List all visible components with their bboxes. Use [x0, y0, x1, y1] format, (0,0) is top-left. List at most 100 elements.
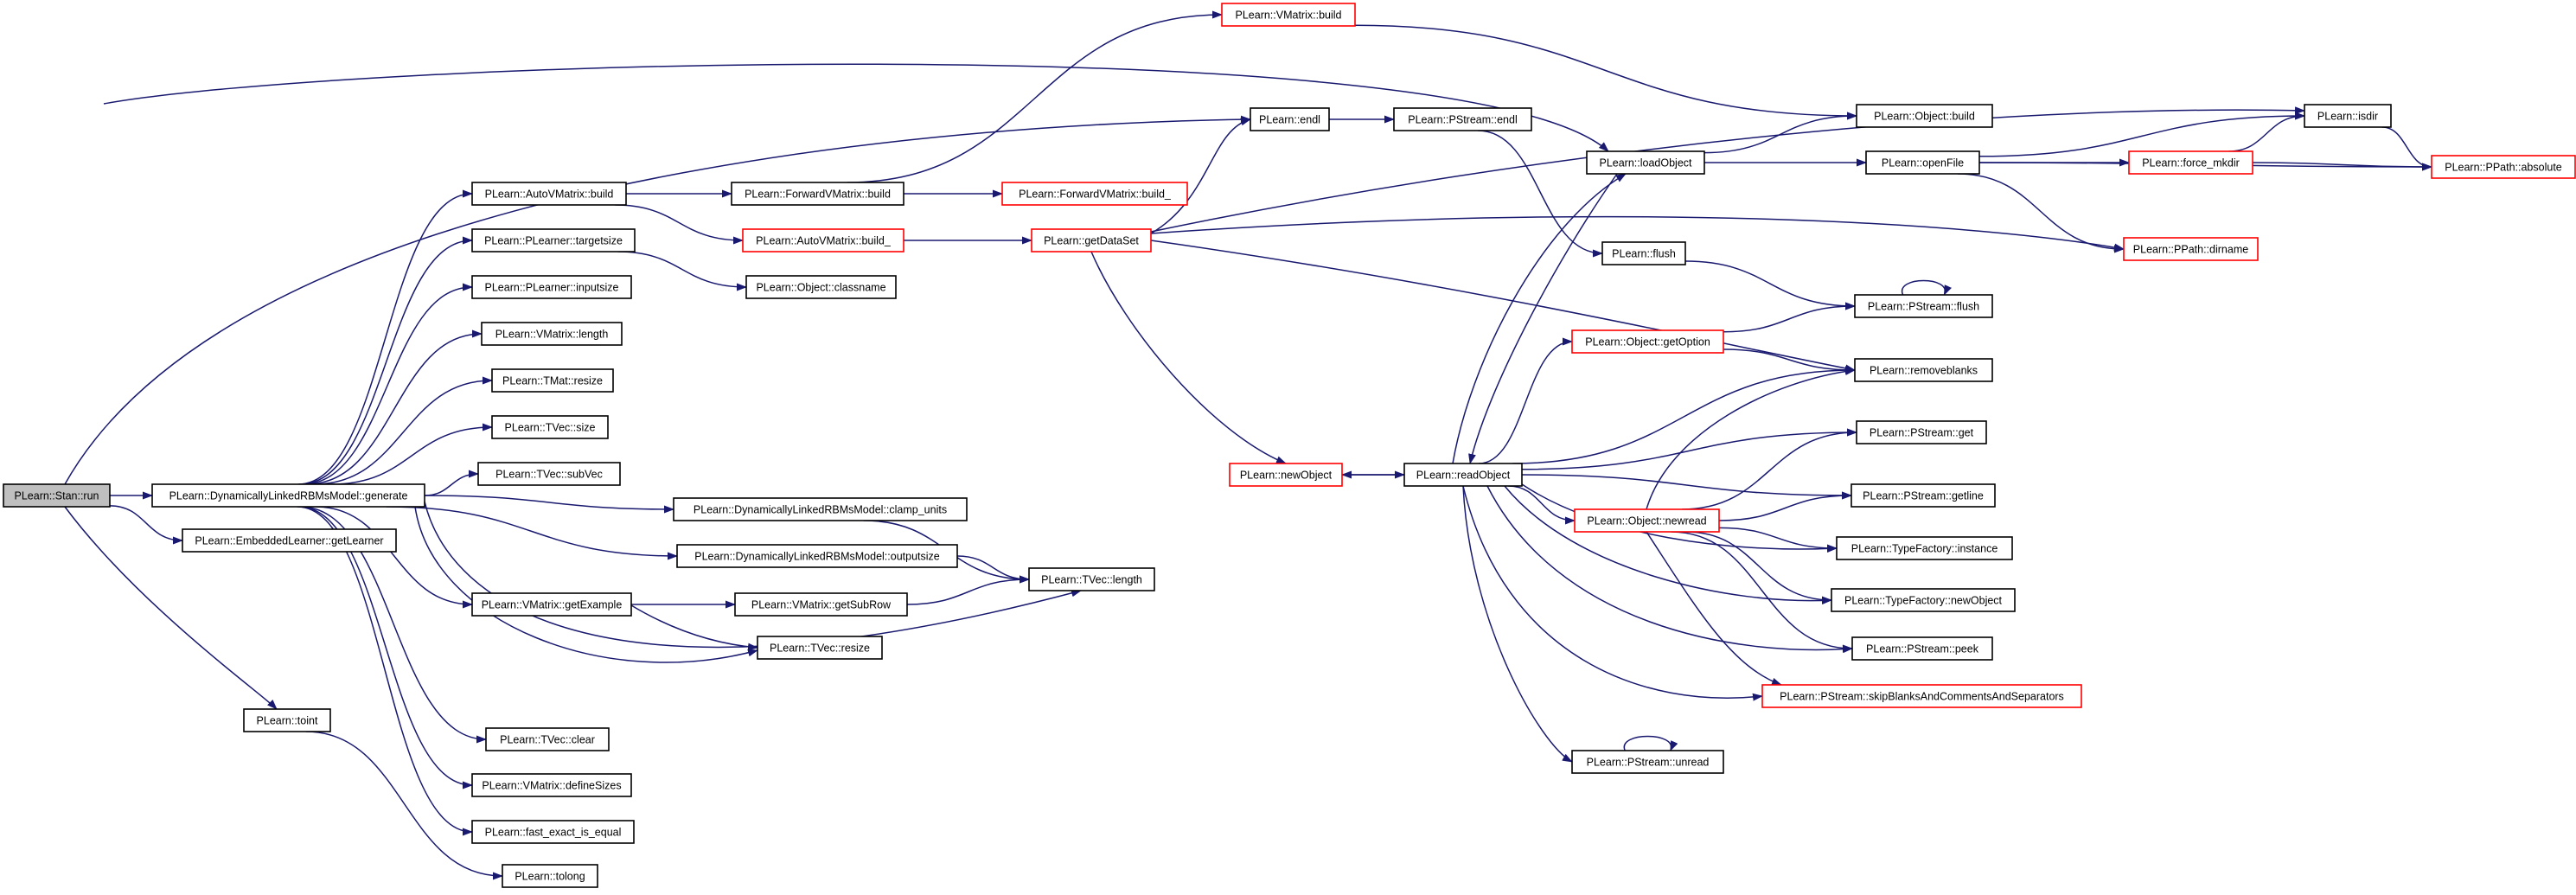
node-ppath-absolute[interactable]: PLearn::PPath::absolute [2431, 155, 2576, 179]
node-emb-getlearner[interactable]: PLearn::EmbeddedLearner::getLearner [182, 528, 397, 553]
node-flush[interactable]: PLearn::flush [1601, 241, 1686, 265]
node-pstream-get[interactable]: PLearn::PStream::get [1856, 420, 1987, 444]
node-label: PLearn::PPath::dirname [2133, 244, 2248, 256]
node-tolong[interactable]: PLearn::tolong [502, 864, 598, 888]
node-fwdvm-build[interactable]: PLearn::ForwardVMatrix::build [731, 182, 904, 206]
node-readobject[interactable]: PLearn::readObject [1403, 463, 1523, 487]
node-tf-instance[interactable]: PLearn::TypeFactory::instance [1836, 536, 2013, 560]
node-toint[interactable]: PLearn::toint [243, 708, 331, 732]
node-label: PLearn::Object::build [1874, 111, 1975, 123]
edge-getdataset-to-endl [1150, 118, 1251, 234]
edge-obj_newread-to-pstream_get [1681, 428, 1857, 510]
node-box [477, 462, 621, 486]
node-label: PLearn::flush [1612, 248, 1676, 260]
node-label: PLearn::PStream::skipBlanksAndCommentsAn… [1780, 691, 2064, 703]
node-box [1028, 567, 1155, 591]
node-stan-run[interactable]: PLearn::Stan::run [3, 483, 111, 508]
node-box [1221, 3, 1356, 27]
node-box [243, 708, 331, 732]
node-fwdvm-build-[interactable]: PLearn::ForwardVMatrix::build_ [1001, 182, 1188, 206]
node-box [2123, 237, 2259, 261]
node-tvec-resize[interactable]: PLearn::TVec::resize [757, 636, 883, 660]
node-box [757, 636, 883, 660]
node-isdir[interactable]: PLearn::isdir [2304, 104, 2392, 128]
node-label: PLearn::force_mkdir [2142, 157, 2240, 169]
node-pstream-peek[interactable]: PLearn::PStream::peek [1851, 636, 1993, 661]
node-box [742, 228, 904, 253]
node-vm-length[interactable]: PLearn::VMatrix::length [481, 322, 623, 346]
node-box [1001, 182, 1188, 206]
node-obj-classname[interactable]: PLearn::Object::classname [745, 275, 897, 299]
node-fast-exact[interactable]: PLearn::fast_exact_is_equal [471, 820, 635, 844]
node-obj-build[interactable]: PLearn::Object::build [1856, 104, 1993, 128]
node-vm-definesizes[interactable]: PLearn::VMatrix::defineSizes [471, 773, 632, 797]
node-label: PLearn::tolong [515, 871, 585, 883]
edge-stan_run-to-emb_getlearner [109, 505, 183, 545]
node-loadobject[interactable]: PLearn::loadObject [1586, 150, 1705, 175]
node-tvec-size[interactable]: PLearn::TVec::size [491, 415, 609, 439]
edge-force_mkdir-to-ppath_absolute [2252, 162, 2432, 171]
node-pstream-unread[interactable]: PLearn::PStream::unread [1571, 750, 1724, 774]
node-tvec-clear[interactable]: PLearn::TVec::clear [485, 727, 610, 751]
node-label: PLearn::TVec::clear [500, 734, 595, 746]
node-label: PLearn::openFile [1882, 157, 1964, 169]
node-box [1574, 508, 1720, 533]
node-pstream-flush[interactable]: PLearn::PStream::flush [1854, 294, 1993, 318]
edge-readobject-to-pstream_skip [1462, 485, 1763, 701]
edge-obj_getoption-to-pstream_flush [1723, 302, 1856, 333]
edge-readobject-to-obj_getoption [1479, 337, 1573, 464]
node-ppath-dirname[interactable]: PLearn::PPath::dirname [2123, 237, 2259, 261]
node-pstream-skip[interactable]: PLearn::PStream::skipBlanksAndCommentsAn… [1761, 684, 2082, 708]
node-tvec-subvec[interactable]: PLearn::TVec::subVec [477, 462, 621, 486]
node-endl[interactable]: PLearn::endl [1250, 107, 1330, 131]
node-tvec-length[interactable]: PLearn::TVec::length [1028, 567, 1155, 591]
node-box [1851, 483, 1996, 508]
node-box [151, 483, 425, 508]
node-vm-getexample[interactable]: PLearn::VMatrix::getExample [471, 592, 632, 617]
node-label: PLearn::newObject [1240, 470, 1333, 482]
node-label: PLearn::removeblanks [1870, 365, 1978, 377]
edge-autovm_build-to-autovm_build_ [615, 204, 744, 245]
node-label: PLearn::PStream::getline [1863, 490, 1984, 502]
node-pstream-endl[interactable]: PLearn::PStream::endl [1393, 107, 1532, 131]
node-newobject[interactable]: PLearn::newObject [1229, 463, 1343, 487]
node-pstream-getline[interactable]: PLearn::PStream::getline [1851, 483, 1996, 508]
node-box [471, 820, 635, 844]
node-dlrbm-outputsize[interactable]: PLearn::DynamicallyLinkedRBMsModel::outp… [676, 544, 958, 568]
node-dlrbm-generate[interactable]: PLearn::DynamicallyLinkedRBMsModel::gene… [151, 483, 425, 508]
node-tf-newobject[interactable]: PLearn::TypeFactory::newObject [1831, 588, 2016, 612]
node-openfile[interactable]: PLearn::openFile [1865, 150, 1980, 175]
node-obj-getoption[interactable]: PLearn::Object::getOption [1571, 329, 1724, 354]
node-label: PLearn::TMat::resize [502, 375, 603, 387]
node-vm-getsubrow[interactable]: PLearn::VMatrix::getSubRow [734, 592, 908, 617]
node-box [491, 415, 609, 439]
node-autovm-build[interactable]: PLearn::AutoVMatrix::build [471, 182, 627, 206]
node-box [471, 228, 636, 253]
edge-dlrbm_generate-to-tvec_subvec [424, 470, 479, 496]
node-label: PLearn::Object::getOption [1585, 336, 1710, 348]
edge-obj_newread-to-tf_newobject [1685, 531, 1832, 604]
node-pl-inputsize[interactable]: PLearn::PLearner::inputsize [471, 275, 632, 299]
node-box [3, 483, 111, 508]
node-tmat-resize[interactable]: PLearn::TMat::resize [491, 368, 614, 393]
node-label: PLearn::TVec::length [1041, 574, 1142, 586]
node-vm-build[interactable]: PLearn::VMatrix::build [1221, 3, 1356, 27]
node-label: PLearn::DynamicallyLinkedRBMsModel::outp… [694, 551, 940, 563]
edges-layer [64, 10, 2432, 880]
node-force-mkdir[interactable]: PLearn::force_mkdir [2128, 150, 2253, 175]
node-dlrbm-clamp[interactable]: PLearn::DynamicallyLinkedRBMsModel::clam… [673, 497, 968, 521]
node-removeblanks[interactable]: PLearn::removeblanks [1854, 358, 1993, 382]
node-obj-newread[interactable]: PLearn::Object::newread [1574, 508, 1720, 533]
node-label: PLearn::DynamicallyLinkedRBMsModel::clam… [694, 504, 947, 516]
node-pl-targetsize[interactable]: PLearn::PLearner::targetsize [471, 228, 636, 253]
node-getdataset[interactable]: PLearn::getDataSet [1031, 228, 1152, 253]
edge-dlrbm_outputsize-to-tvec_length [956, 555, 1030, 584]
node-box [2128, 150, 2253, 175]
edge-toint-to-tolong [305, 731, 503, 880]
edge-readobject-to-pstream_peek [1486, 485, 1853, 654]
node-autovm-build-[interactable]: PLearn::AutoVMatrix::build_ [742, 228, 904, 253]
edge-obj_newread-to-tf_instance [1718, 527, 1838, 553]
